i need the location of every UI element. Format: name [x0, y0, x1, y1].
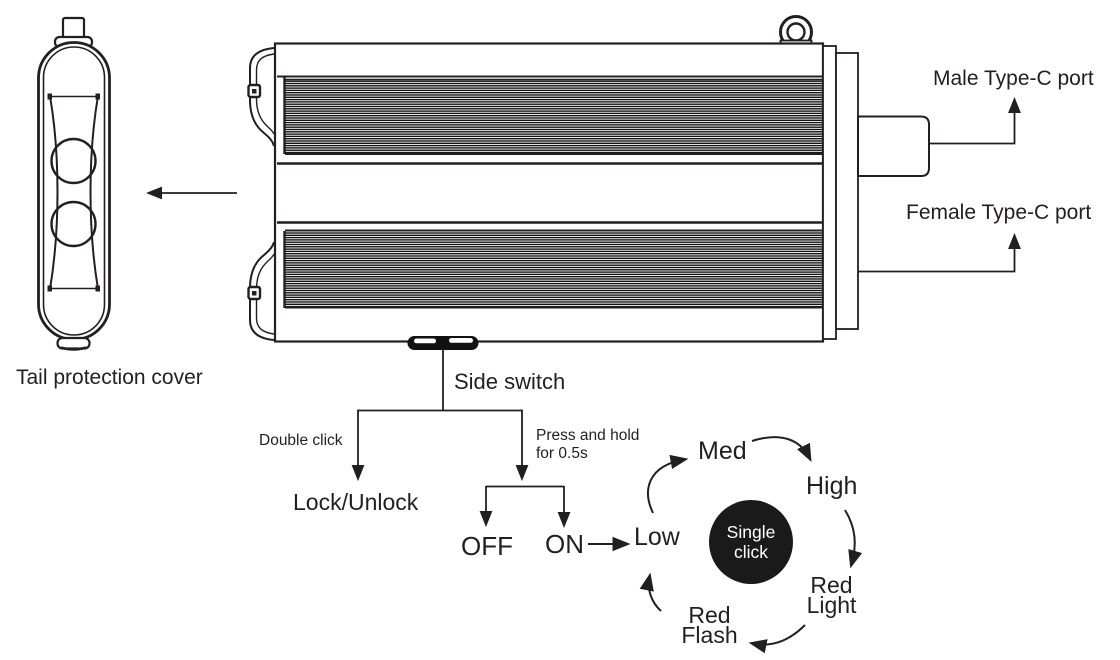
clip-top-inner: [255, 53, 275, 135]
arrow-redflash-to-low: [639, 572, 662, 612]
mode-high-label: High: [806, 472, 858, 500]
tail-cover-foot-shade: [60, 346, 87, 351]
single-click-badge: Single click: [709, 500, 793, 584]
double-click-label: Double click: [259, 432, 343, 449]
left-clips: [247, 47, 275, 341]
arrow-high-to-redlight: [844, 509, 863, 569]
fin-band-top: [285, 80, 822, 154]
leader-male-port: [929, 96, 1021, 145]
leader-female-port: [858, 232, 1021, 273]
off-label: OFF: [461, 531, 513, 561]
press-hold-label: Press and hold for 0.5s: [536, 427, 656, 463]
single-click-line1: Single: [726, 521, 776, 542]
female-port-label: Female Type-C port: [906, 201, 1092, 224]
clip-top-nub-dot: [252, 89, 257, 94]
lanyard-ring-hole: [786, 22, 806, 42]
tail-cover-inner: [42, 46, 106, 336]
clip-bottom-outer: [249, 241, 275, 341]
tail-cover-drawing: [37, 16, 111, 351]
tail-cover-knob: [61, 16, 86, 41]
arrow-low-to-med: [647, 454, 689, 514]
single-click-line2: click: [733, 542, 769, 562]
clip-bottom-nub-dot: [252, 291, 257, 296]
tail-cover-label: Tail protection cover: [16, 366, 203, 389]
male-connector: [857, 115, 930, 177]
clip-bottom-inner: [255, 253, 275, 335]
lock-unlock-label: Lock/Unlock: [293, 489, 419, 515]
fin-band-bottom: [285, 231, 822, 307]
side-switch-bump: [407, 336, 479, 350]
side-switch-label: Side switch: [454, 369, 566, 394]
tail-cover-outer: [37, 41, 111, 341]
mode-med-label: Med: [698, 437, 747, 465]
flashlight-body-drawing: [247, 15, 930, 350]
male-port-label: Male Type-C port: [933, 67, 1094, 90]
body-section-lines: [277, 75, 835, 309]
switch-flow-lines: [351, 349, 631, 552]
mode-cycle-arrows: [639, 436, 863, 654]
mode-low-label: Low: [634, 523, 680, 551]
tail-cover-wall-right: [89, 95, 99, 290]
tail-cover-hole-bottom: [50, 200, 97, 248]
arrow-redlight-to-redflash: [748, 624, 806, 654]
on-label: ON: [545, 529, 584, 559]
mode-red-flash-label: Red Flash: [681, 602, 738, 648]
end-plate: [835, 52, 859, 330]
tail-cover-hole-top: [50, 137, 97, 185]
arrow-med-to-high: [751, 436, 812, 463]
end-ring: [822, 45, 837, 340]
clip-top-outer: [249, 47, 275, 147]
crossbar-end-nubs: [47, 93, 100, 292]
press-hold-line2: for 0.5s: [536, 445, 588, 462]
press-hold-line1: Press and hold: [536, 427, 640, 444]
tail-cover-wall-left: [49, 95, 59, 290]
mode-red-light-label: Red Light: [806, 572, 857, 618]
